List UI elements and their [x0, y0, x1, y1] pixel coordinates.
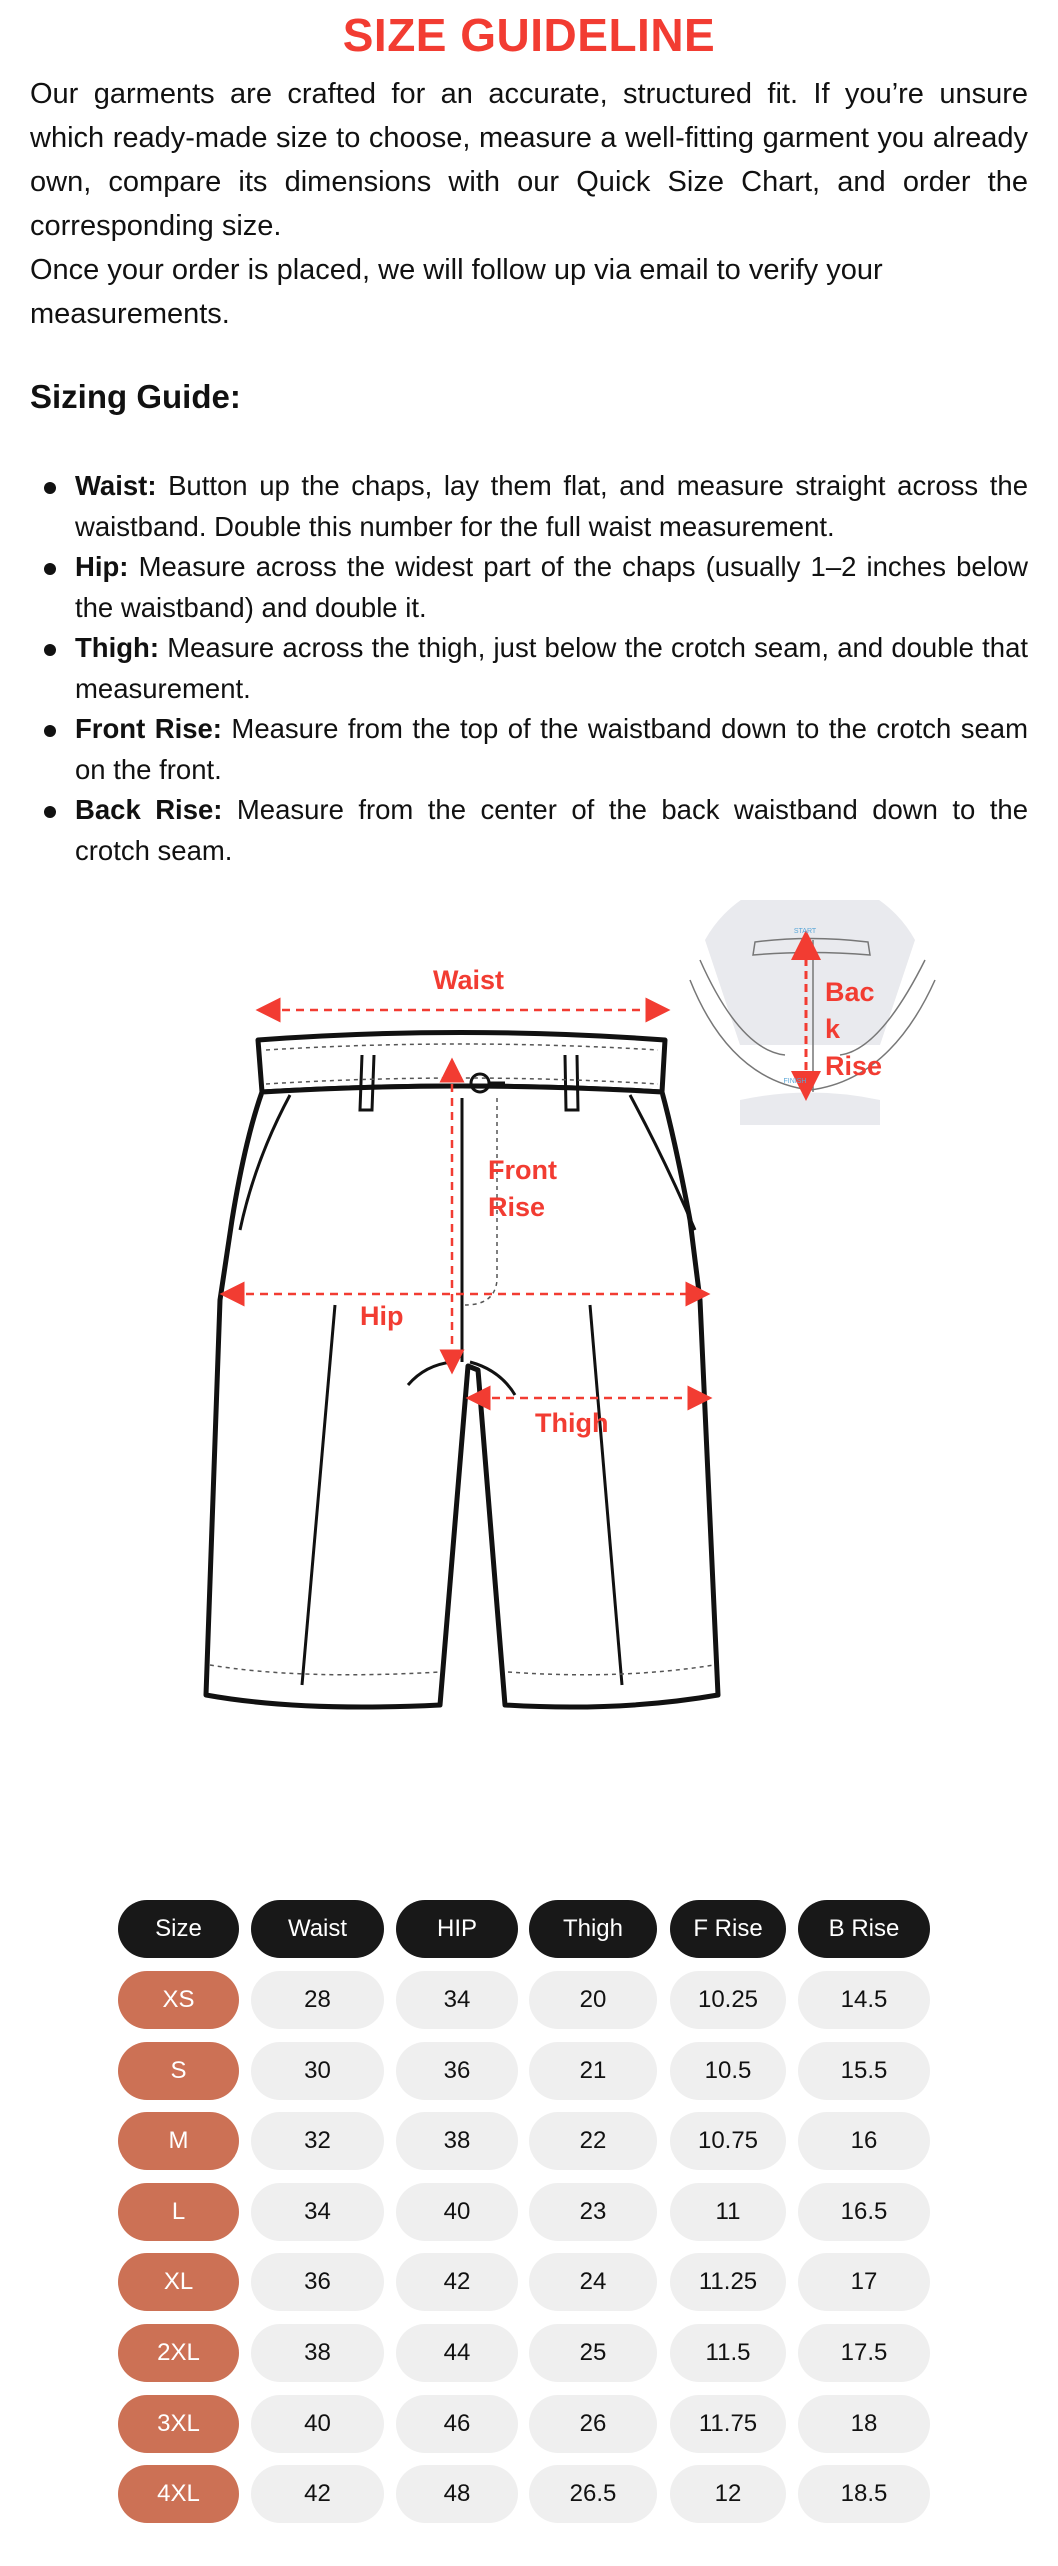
- item-text: Measure across the thigh, just below the…: [75, 632, 1028, 704]
- cell-back-rise: 18: [798, 2394, 930, 2453]
- cell-size: M: [118, 2112, 239, 2171]
- intro-paragraph: Our garments are crafted for an accurate…: [30, 78, 1028, 242]
- shorts-illustration: START FINISH: [203, 878, 936, 1710]
- cell-back-rise: 14.5: [798, 1971, 930, 2029]
- back-rise-label: Bac: [825, 977, 875, 1007]
- item-text: Button up the chaps, lay them flat, and …: [75, 470, 1028, 542]
- list-item: Front Rise: Measure from the top of the …: [30, 709, 1028, 790]
- cell-size: XL: [118, 2253, 239, 2312]
- header-size: Size: [118, 1900, 239, 1958]
- sizing-guide-heading: Sizing Guide:: [30, 378, 241, 415]
- item-term: Hip:: [75, 551, 129, 582]
- cell-thigh: 25: [529, 2324, 657, 2382]
- cell-waist: 40: [251, 2394, 384, 2453]
- cell-thigh: 20: [529, 1971, 657, 2029]
- item-term: Waist:: [75, 470, 157, 501]
- sizing-guide-list: Waist: Button up the chaps, lay them fla…: [30, 466, 1028, 871]
- cell-front-rise: 11.75: [670, 2394, 786, 2453]
- intro-paragraph: Once your order is placed, we will follo…: [30, 254, 883, 330]
- cell-front-rise: 10.75: [670, 2112, 786, 2171]
- waist-label: Waist: [433, 965, 505, 995]
- cell-thigh: 26: [529, 2394, 657, 2453]
- item-text: Measure across the widest part of the ch…: [75, 551, 1028, 623]
- cell-waist: 34: [251, 2182, 384, 2241]
- cell-size: L: [118, 2182, 239, 2241]
- cell-back-rise: 18.5: [798, 2465, 930, 2524]
- page-title: SIZE GUIDELINE: [342, 9, 716, 61]
- cell-size: 4XL: [118, 2465, 239, 2524]
- cell-waist: 32: [251, 2112, 384, 2171]
- cell-size: 3XL: [118, 2394, 239, 2453]
- cell-hip: 48: [396, 2465, 518, 2524]
- item-term: Front Rise:: [75, 713, 222, 744]
- cell-back-rise: 17.5: [798, 2324, 930, 2382]
- cell-waist: 42: [251, 2465, 384, 2524]
- measurement-diagram: START FINISH Waist Front Rise Hip Thigh …: [0, 878, 1058, 1740]
- inset-finish-label: FINISH: [784, 1078, 807, 1085]
- inset-start-label: START: [794, 928, 817, 935]
- cell-back-rise: 16.5: [798, 2182, 930, 2241]
- list-item: Back Rise: Measure from the center of th…: [30, 790, 1028, 871]
- item-term: Thigh:: [75, 632, 159, 663]
- cell-back-rise: 15.5: [798, 2041, 930, 2100]
- list-item: Hip: Measure across the widest part of t…: [30, 547, 1028, 628]
- cell-hip: 38: [396, 2112, 518, 2171]
- header-waist: Waist: [251, 1900, 384, 1958]
- list-item: Thigh: Measure across the thigh, just be…: [30, 628, 1028, 709]
- cell-hip: 46: [396, 2394, 518, 2453]
- list-item: Waist: Button up the chaps, lay them fla…: [30, 466, 1028, 547]
- item-term: Back Rise:: [75, 794, 223, 825]
- front-rise-label: Front: [488, 1155, 557, 1185]
- cell-back-rise: 17: [798, 2253, 930, 2312]
- item-text: Measure from the center of the back wais…: [75, 794, 1028, 866]
- cell-hip: 36: [396, 2041, 518, 2100]
- cell-hip: 42: [396, 2253, 518, 2312]
- cell-back-rise: 16: [798, 2112, 930, 2171]
- header-thigh: Thigh: [529, 1900, 657, 1958]
- cell-front-rise: 11: [670, 2182, 786, 2241]
- header-hip: HIP: [396, 1900, 518, 1958]
- thigh-label: Thigh: [535, 1408, 609, 1438]
- cell-waist: 28: [251, 1971, 384, 2029]
- header-back-rise: B Rise: [798, 1900, 930, 1958]
- cell-front-rise: 12: [670, 2465, 786, 2524]
- cell-thigh: 21: [529, 2041, 657, 2100]
- back-rise-label: k: [825, 1014, 841, 1044]
- back-rise-inset: START FINISH: [689, 878, 936, 1125]
- cell-size: S: [118, 2041, 239, 2100]
- cell-size: XS: [118, 1971, 239, 2029]
- item-text: Measure from the top of the waistband do…: [75, 713, 1029, 785]
- cell-waist: 36: [251, 2253, 384, 2312]
- cell-hip: 44: [396, 2324, 518, 2382]
- cell-front-rise: 11.25: [670, 2253, 786, 2312]
- cell-thigh: 26.5: [529, 2465, 657, 2524]
- cell-waist: 38: [251, 2324, 384, 2382]
- header-front-rise: F Rise: [670, 1900, 786, 1958]
- back-rise-label: Rise: [825, 1051, 883, 1081]
- cell-hip: 40: [396, 2182, 518, 2241]
- cell-size: 2XL: [118, 2324, 239, 2382]
- cell-front-rise: 10.5: [670, 2041, 786, 2100]
- cell-waist: 30: [251, 2041, 384, 2100]
- front-rise-label: Rise: [488, 1192, 546, 1222]
- cell-thigh: 22: [529, 2112, 657, 2171]
- hip-label: Hip: [360, 1301, 404, 1331]
- intro-text: Our garments are crafted for an accurate…: [30, 72, 1028, 336]
- cell-thigh: 23: [529, 2182, 657, 2241]
- cell-hip: 34: [396, 1971, 518, 2029]
- cell-thigh: 24: [529, 2253, 657, 2312]
- cell-front-rise: 10.25: [670, 1971, 786, 2029]
- cell-front-rise: 11.5: [670, 2324, 786, 2382]
